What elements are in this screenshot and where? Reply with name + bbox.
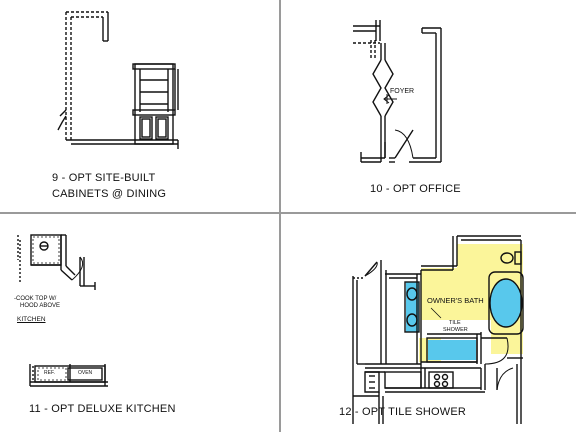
panel-opt-deluxe-kitchen: -COOK TOP W/ HOOD ABOVE KITCHEN REF. OVE… [0, 214, 280, 432]
panel-opt-tile-shower: OWNER'S BATH TILE SHOWER 12 - OPT TILE S… [281, 214, 576, 432]
caption-line-1: 9 - OPT SITE-BUILT [52, 172, 156, 184]
kitchen-label: KITCHEN [17, 316, 46, 323]
ref-label: REF. [44, 370, 55, 376]
kitchen-plan-drawing [17, 234, 108, 387]
office-plan-drawing [353, 20, 442, 163]
caption-panel-10: 10 - OPT OFFICE [370, 183, 461, 195]
tile-shower-label-line-2: SHOWER [443, 327, 468, 333]
caption-panel-11: 11 - OPT DELUXE KITCHEN [29, 403, 176, 415]
vertical-divider [279, 0, 281, 432]
tile-shower-plan-drawing [352, 235, 524, 424]
panel-opt-office: FOYER 10 - OPT OFFICE [281, 0, 576, 212]
owners-bath-label: OWNER'S BATH [427, 296, 484, 305]
panel-opt-site-built-cabinets: 9 - OPT SITE-BUILT CABINETS @ DINING [0, 0, 280, 212]
caption-panel-9: 9 - OPT SITE-BUILT CABINETS @ DINING [52, 170, 166, 202]
foyer-label: FOYER [390, 88, 415, 95]
caption-panel-12: 12 - OPT TILE SHOWER [339, 406, 467, 418]
horizontal-divider [0, 212, 576, 214]
tile-shower-label-line-1: TILE [449, 320, 461, 326]
cooktop-note-line-1: -COOK TOP W/ [14, 296, 57, 302]
oven-label: OVEN [78, 370, 93, 376]
cabinets-plan-drawing [57, 11, 179, 149]
cooktop-note-line-2: HOOD ABOVE [20, 303, 61, 309]
caption-line-2: CABINETS @ DINING [52, 188, 167, 200]
